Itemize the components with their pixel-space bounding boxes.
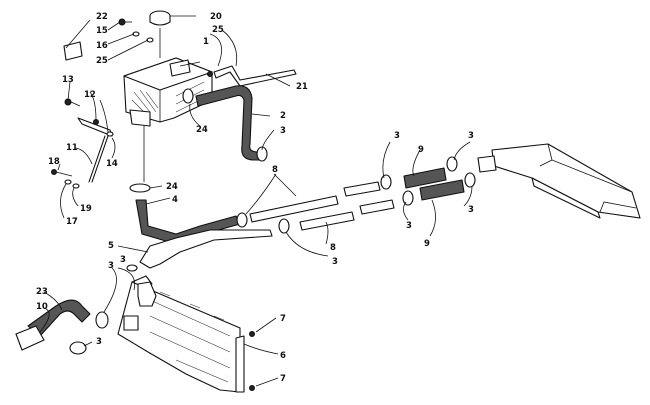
callout-9: 9 — [418, 145, 424, 155]
coolant-tube — [249, 181, 395, 231]
callout-8: 8 — [272, 165, 278, 175]
mounting-screw — [118, 18, 154, 43]
callout-14: 14 — [106, 159, 118, 169]
callout-16: 16 — [96, 41, 108, 51]
callout-3: 3 — [108, 261, 114, 271]
callout-13: 13 — [62, 75, 74, 85]
callout-3: 3 — [406, 221, 412, 231]
callout-9: 9 — [424, 239, 430, 249]
rear-heat-exchanger — [477, 143, 641, 219]
front-heat-exchanger — [117, 275, 245, 393]
callout-25: 25 — [96, 56, 108, 66]
callout-24: 24 — [166, 182, 178, 192]
callout-19: 19 — [80, 204, 92, 214]
leader-lines — [39, 15, 473, 387]
callout-3: 3 — [468, 131, 474, 141]
callout-8: 8 — [330, 243, 336, 253]
coolant-tube — [135, 199, 273, 269]
callout-7: 7 — [280, 314, 286, 324]
hose-clamp — [236, 156, 476, 234]
callout-2: 2 — [280, 111, 286, 121]
callout-20: 20 — [210, 12, 222, 22]
callout-22: 22 — [96, 12, 108, 22]
callout-10: 10 — [36, 302, 48, 312]
callout-5: 5 — [108, 241, 114, 251]
hose-clamp — [129, 183, 151, 193]
coolant-reservoir-tank — [123, 57, 213, 127]
callout-7: 7 — [280, 374, 286, 384]
callout-3: 3 — [280, 126, 286, 136]
callout-3: 3 — [120, 255, 126, 265]
reservoir-cap — [149, 10, 171, 58]
callout-labels: 22 15 16 25 20 25 1 21 13 12 2 3 24 14 1… — [36, 12, 474, 384]
callout-21: 21 — [296, 82, 308, 92]
tank-outlet-hose — [195, 85, 263, 161]
callout-3: 3 — [96, 337, 102, 347]
callout-23: 23 — [36, 287, 48, 297]
callout-1: 1 — [203, 37, 209, 47]
callout-12: 12 — [84, 90, 96, 100]
callout-3: 3 — [332, 257, 338, 267]
elbow-fitting — [126, 264, 157, 307]
callout-11: 11 — [66, 143, 78, 153]
callout-4: 4 — [172, 195, 178, 205]
hose-clamp — [182, 88, 268, 162]
callout-17: 17 — [66, 217, 78, 227]
callout-25: 25 — [212, 25, 224, 35]
support-rod-bracket — [51, 98, 114, 189]
decal-label — [63, 41, 83, 61]
mounting-screw — [249, 331, 255, 391]
connector-hose — [403, 167, 465, 201]
callout-3: 3 — [394, 131, 400, 141]
callout-24: 24 — [196, 125, 208, 135]
callout-3: 3 — [468, 205, 474, 215]
overflow-hose — [207, 65, 297, 87]
callout-15: 15 — [96, 26, 108, 36]
callout-18: 18 — [48, 157, 60, 167]
callout-6: 6 — [280, 351, 286, 361]
